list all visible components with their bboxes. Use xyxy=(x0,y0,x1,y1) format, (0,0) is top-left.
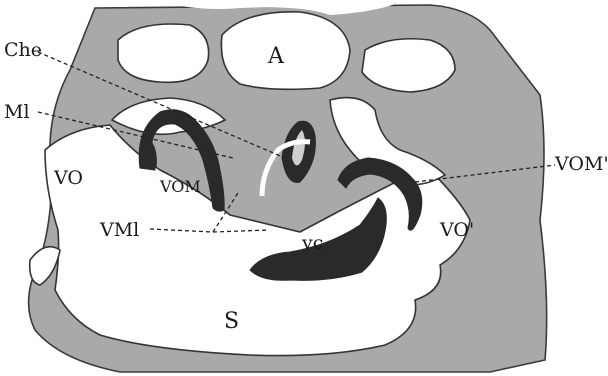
label-ml: Ml xyxy=(4,101,30,123)
label-a: A xyxy=(267,44,285,69)
label-vc: vc xyxy=(301,232,323,254)
label-che: Che xyxy=(4,39,42,61)
cavity-a xyxy=(221,12,350,89)
label-vo-prime: VO' xyxy=(439,219,474,241)
label-vo: VO xyxy=(53,167,83,189)
label-vml: VMl xyxy=(99,219,139,241)
label-vom-prime: VOM' xyxy=(554,153,608,175)
label-vom: VOM xyxy=(159,177,201,196)
cavity-left xyxy=(118,24,209,82)
label-s: S xyxy=(224,309,239,334)
cavity-right xyxy=(362,39,455,92)
